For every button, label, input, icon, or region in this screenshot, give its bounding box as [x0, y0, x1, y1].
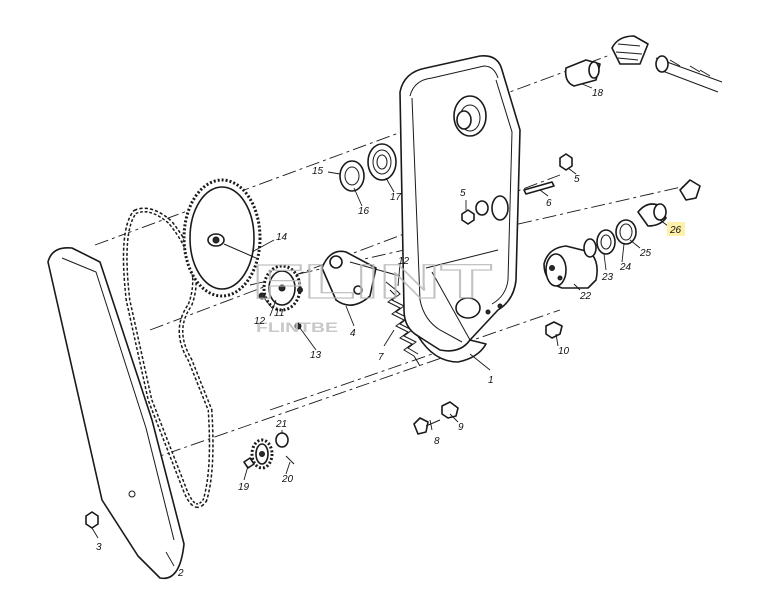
callout-13: 13 [310, 350, 322, 361]
callout-10: 10 [558, 346, 570, 357]
output-shaft [564, 35, 723, 93]
callout-26-highlight [667, 222, 685, 236]
callout-5-upper: 5 [574, 174, 580, 185]
callout-9: 9 [458, 422, 464, 433]
callout-25: 25 [639, 248, 652, 259]
tensioner-arm [321, 250, 401, 306]
hydraulic-motor-group [543, 179, 701, 289]
callout-8: 8 [434, 436, 440, 447]
callout-21: 21 [275, 419, 287, 430]
svg-text:FLINT: FLINT [252, 256, 492, 309]
small-sprocket-assembly [258, 264, 303, 330]
idler-sprocket [243, 432, 295, 470]
callout-19: 19 [238, 482, 250, 493]
bearing-seal-set [339, 143, 397, 192]
callout-26: 26 [669, 225, 682, 236]
callout-14: 14 [276, 232, 288, 243]
callout-11: 11 [274, 308, 284, 319]
callout-23: 23 [601, 272, 614, 283]
part-callouts: 1 2 3 4 5 5 6 7 8 9 10 11 12 12 13 14 15… [96, 88, 682, 579]
watermark: FLINT FLINTBE [251, 255, 492, 335]
callout-6: 6 [546, 198, 552, 209]
callout-5-middle: 5 [460, 188, 466, 199]
callout-24: 24 [619, 262, 632, 273]
callout-20: 20 [281, 474, 294, 485]
callout-17: 17 [390, 192, 402, 203]
small-fasteners-upper [461, 153, 573, 225]
callout-22: 22 [579, 291, 592, 302]
callout-12-left: 12 [254, 316, 266, 327]
callout-4: 4 [350, 328, 356, 339]
callout-15: 15 [312, 166, 324, 177]
callout-1: 1 [488, 375, 494, 386]
callout-18: 18 [592, 88, 604, 99]
svg-text:FLINTBE: FLINTBE [256, 319, 338, 335]
chain-case-housing [399, 54, 521, 363]
small-fasteners-lower [413, 321, 563, 435]
cover-plate [47, 246, 185, 580]
callout-2: 2 [177, 568, 184, 579]
leader-lines [91, 83, 669, 567]
callout-16: 16 [358, 206, 370, 217]
callout-3: 3 [96, 542, 102, 553]
tension-spring [385, 281, 421, 367]
cover-bolt [85, 511, 99, 529]
large-sprocket [182, 178, 262, 298]
callout-12-right: 12 [398, 256, 410, 267]
drive-chain [122, 207, 214, 509]
callout-7: 7 [378, 352, 384, 363]
